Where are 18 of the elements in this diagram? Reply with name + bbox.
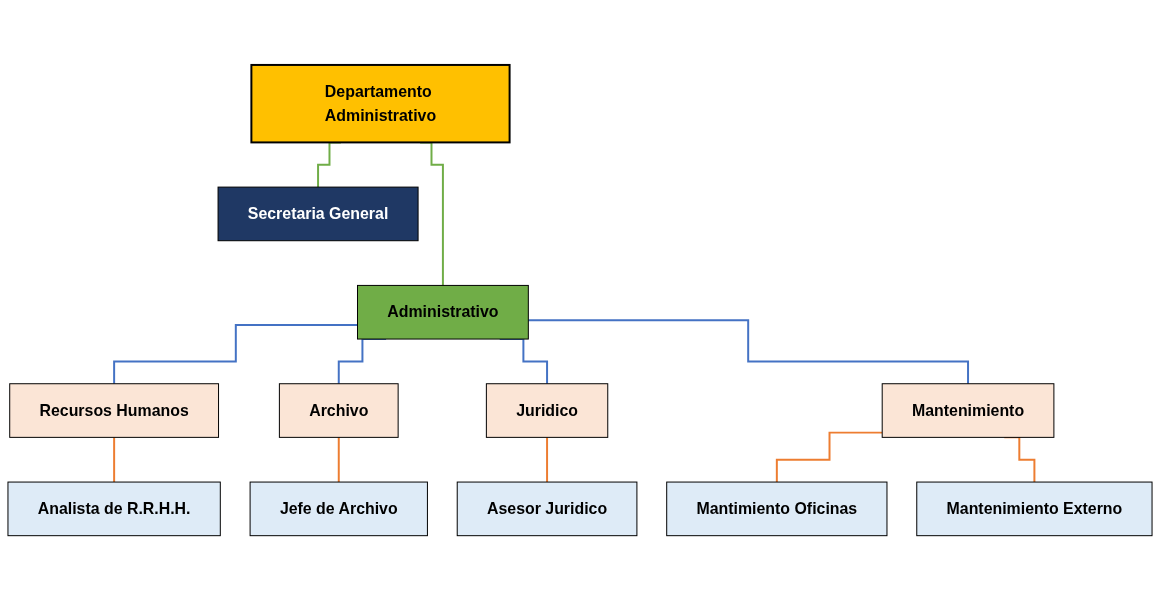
node-box: Administrativo (357, 284, 529, 340)
node-box: Mantenimiento (881, 382, 1055, 438)
node-box: Mantenimiento Externo (916, 481, 1153, 536)
node-box: Mantimiento Oficinas (666, 481, 888, 536)
node-box: Recursos Humanos (9, 382, 220, 438)
node-box: Asesor Juridico (456, 481, 638, 536)
node-box: Secretaria General (217, 186, 419, 241)
connector (337, 436, 340, 483)
connector (113, 436, 116, 483)
node-box: Analista de R.R.H.H. (7, 481, 221, 536)
connector (775, 431, 884, 483)
node-box: Jefe de Archivo (249, 481, 428, 536)
node-box: Departamento Administrativo (250, 63, 511, 144)
node-box: Juridico (485, 382, 609, 438)
connector (546, 436, 549, 483)
connector (113, 323, 359, 385)
connector (527, 318, 970, 385)
node-box: Archivo (278, 382, 399, 438)
